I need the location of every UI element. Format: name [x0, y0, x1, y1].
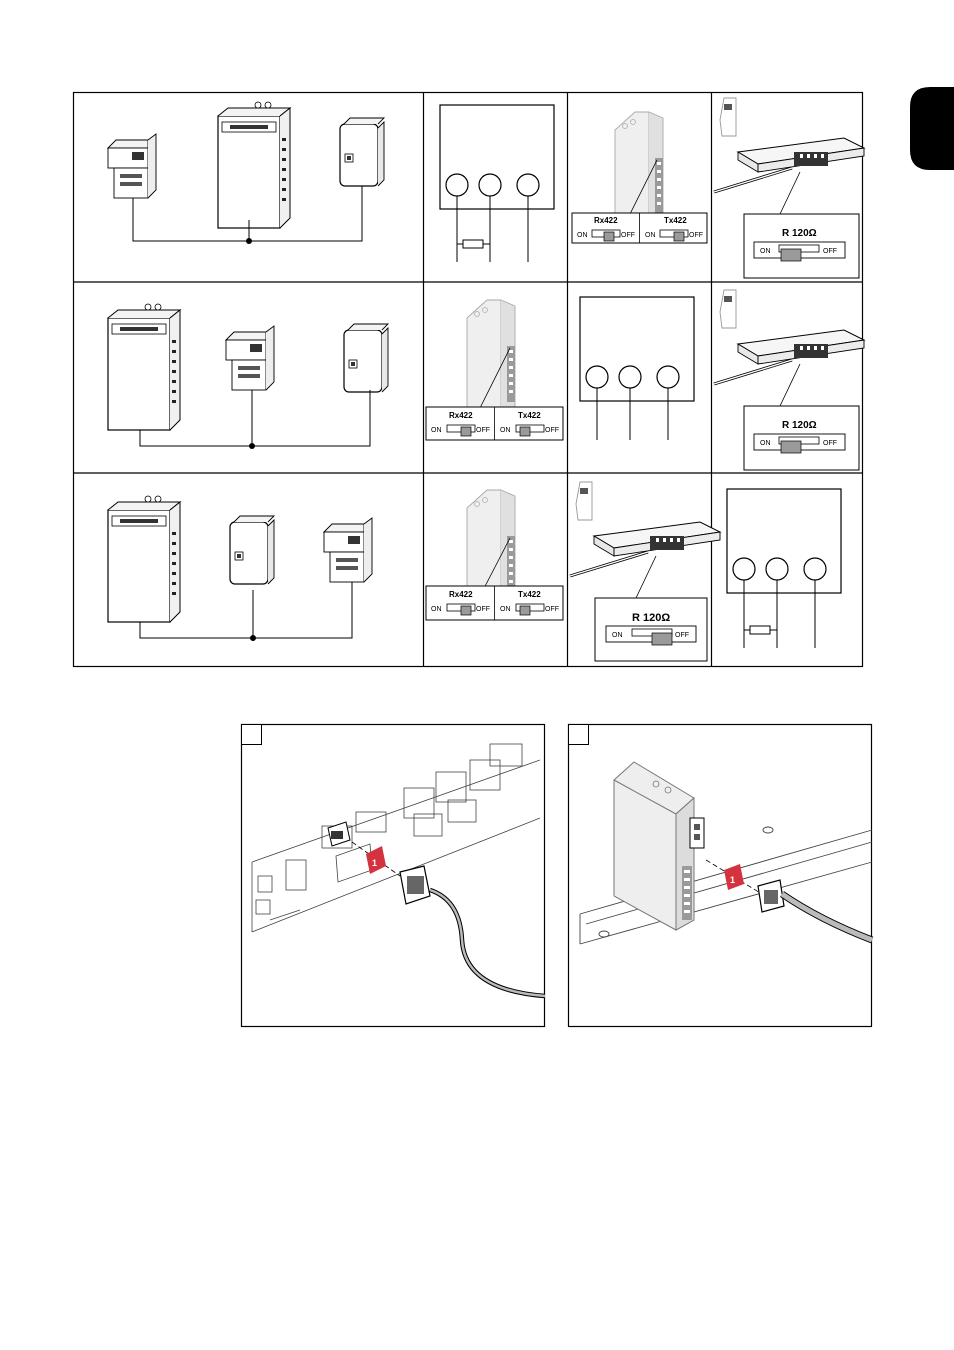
row-2-switch-module: Rx422 Tx422 ON OFF ON OFF: [425, 299, 564, 441]
step-panel-module: 1: [567, 723, 874, 1028]
r120-off-label: OFF: [675, 632, 689, 639]
config-grid: [72, 91, 864, 668]
switch-on-label: ON: [500, 606, 511, 613]
r120-title: R 120Ω: [782, 420, 817, 431]
row-3-topology: [107, 495, 373, 641]
tx-label: Tx422: [664, 216, 687, 225]
switch-on-label: ON: [645, 232, 656, 239]
tx-label: Tx422: [518, 590, 541, 599]
row-3-switch-module: Rx422 Tx422 ON OFF ON OFF: [425, 489, 564, 621]
row-1-resistor-card: R 120Ω ON OFF: [712, 96, 866, 279]
step-panel-connector: 1: [240, 723, 546, 1028]
switch-off-label: OFF: [545, 606, 559, 613]
switch-off-label: OFF: [476, 427, 490, 434]
r120-on-label: ON: [760, 440, 771, 447]
r120-off-label: OFF: [823, 440, 837, 447]
switch-on-label: ON: [431, 606, 442, 613]
step-badge-1: 1: [372, 858, 377, 868]
switch-off-label: OFF: [476, 606, 490, 613]
switch-on-label: ON: [431, 427, 442, 434]
row-2-terminal: [579, 296, 695, 440]
rx-label: Rx422: [449, 411, 473, 420]
row-2-topology: [107, 303, 389, 449]
chapter-tab: [910, 87, 954, 170]
arrow-marker-2: [724, 864, 744, 890]
r120-title: R 120Ω: [632, 612, 670, 624]
row-3-resistor-card: R 120Ω ON OFF: [568, 480, 722, 662]
rx-label: Rx422: [449, 590, 473, 599]
r120-on-label: ON: [760, 248, 771, 255]
switch-off-label: OFF: [689, 232, 703, 239]
row-2-resistor-card: R 120Ω ON OFF: [712, 288, 866, 471]
rx-label: Rx422: [594, 216, 618, 225]
r120-off-label: OFF: [823, 248, 837, 255]
switch-off-label: OFF: [545, 427, 559, 434]
r120-title: R 120Ω: [782, 228, 817, 239]
row-1-switch-module: Rx422 Tx422 ON OFF ON OFF: [571, 111, 708, 244]
arrow-marker-1: [366, 846, 386, 874]
switch-on-label: ON: [500, 427, 511, 434]
row-3-terminal: [726, 488, 842, 648]
step-badge-2: 1: [730, 875, 735, 885]
switch-on-label: ON: [577, 232, 588, 239]
r120-on-label: ON: [612, 632, 623, 639]
row-1-terminal: [439, 104, 555, 262]
switch-off-label: OFF: [621, 232, 635, 239]
row-1-topology: [107, 101, 385, 244]
tx-label: Tx422: [518, 411, 541, 420]
